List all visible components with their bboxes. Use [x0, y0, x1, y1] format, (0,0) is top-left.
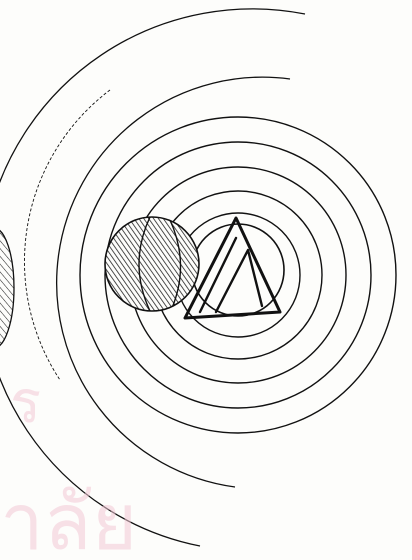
hatched-sphere	[105, 217, 199, 311]
partial-sphere-left	[0, 228, 14, 348]
outer-arc-3	[24, 90, 110, 380]
